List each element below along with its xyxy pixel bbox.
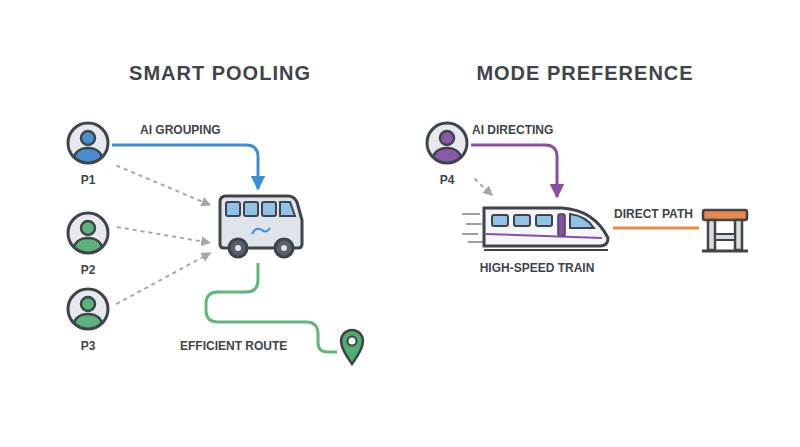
section-title: SMART POOLING — [129, 62, 311, 85]
location-pin — [338, 328, 366, 366]
connector — [112, 145, 258, 189]
connector-label: EFFICIENT ROUTE — [178, 338, 289, 354]
connector-label: AI GROUPING — [138, 122, 223, 138]
train-node: HIGH-SPEED TRAIN — [462, 198, 612, 275]
van-node — [214, 190, 306, 262]
node-label: HIGH-SPEED TRAIN — [480, 261, 595, 275]
person-icon — [65, 210, 111, 256]
person-node: P2 — [65, 210, 111, 277]
dotted-connector — [116, 253, 210, 304]
destination-pin-node — [338, 328, 366, 366]
connector — [471, 145, 557, 197]
node-label: P3 — [81, 339, 96, 353]
section-title: MODE PREFERENCE — [476, 62, 693, 85]
person-icon — [424, 120, 470, 166]
dotted-connector — [474, 179, 492, 196]
dotted-connector — [117, 166, 211, 206]
connector-label: DIRECT PATH — [612, 206, 695, 222]
dotted-connector — [117, 227, 210, 243]
connector — [613, 227, 699, 230]
connector-label: AI DIRECTING — [470, 122, 555, 138]
person-icon — [65, 120, 111, 166]
node-label: P2 — [81, 263, 96, 277]
van-icon — [214, 190, 306, 262]
node-label: P4 — [440, 173, 455, 187]
station-icon — [700, 206, 750, 254]
person-node: P1 — [65, 120, 111, 187]
person-node: P3 — [65, 286, 111, 353]
person-node: P4 — [424, 120, 470, 187]
node-label: P1 — [81, 173, 96, 187]
station-node — [700, 206, 750, 254]
train-icon — [462, 198, 612, 254]
person-icon — [65, 286, 111, 332]
